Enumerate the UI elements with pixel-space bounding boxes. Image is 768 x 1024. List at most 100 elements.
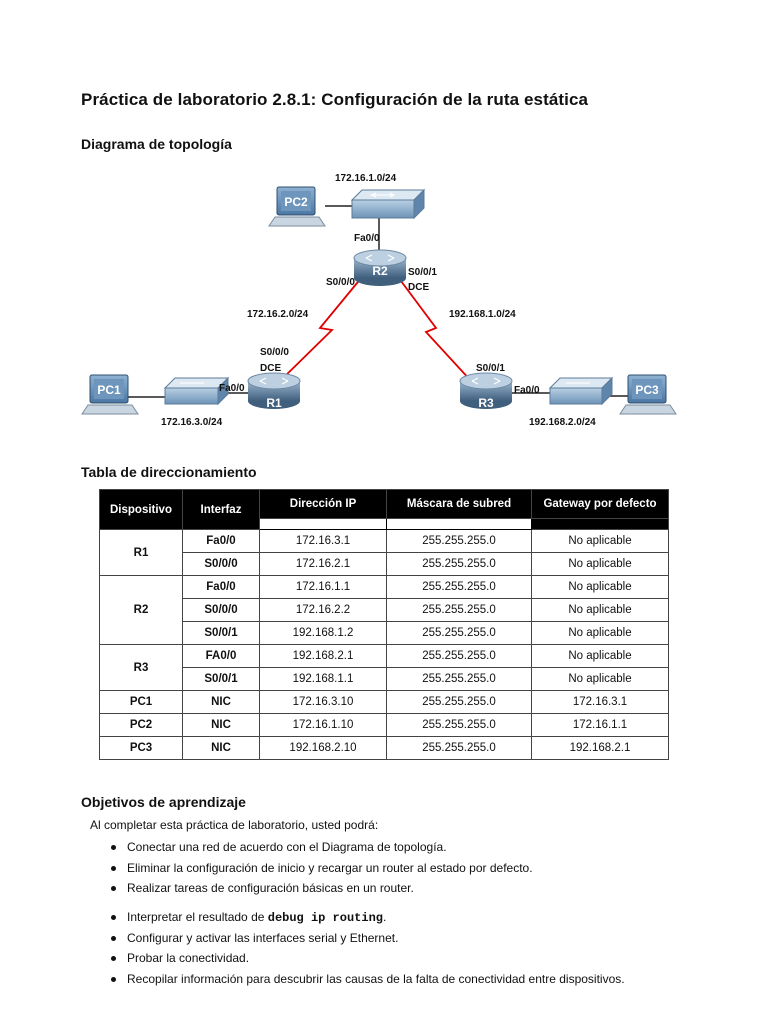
ip-cell: 172.16.3.1 — [259, 529, 387, 553]
objective-item: Eliminar la configuración de inicio y re… — [108, 858, 533, 879]
ip-cell: 192.168.1.2 — [259, 621, 387, 645]
page-title: Práctica de laboratorio 2.8.1: Configura… — [81, 90, 589, 109]
addressing-heading: Tabla de direccionamiento — [81, 464, 257, 480]
topology-diagram: PC2 R2 R1 R3 — [81, 173, 677, 428]
serial-link-r2-r3 — [397, 276, 473, 383]
mask-cell: 255.255.255.0 — [386, 621, 532, 645]
switch-top — [350, 188, 426, 220]
gateway-cell: 172.16.3.1 — [531, 690, 669, 714]
ip-subheader-cell — [259, 518, 387, 530]
topology-heading: Diagrama de topología — [81, 136, 232, 152]
device-cell: R1 — [99, 529, 183, 576]
mask-cell: 255.255.255.0 — [386, 736, 532, 760]
objective-item: Recopilar información para descubrir las… — [108, 969, 625, 990]
mask-cell: 255.255.255.0 — [386, 667, 532, 691]
objective-item: Conectar una red de acuerdo con el Diagr… — [108, 837, 533, 858]
net-right-label: 192.168.1.0/24 — [449, 309, 516, 320]
interface-cell: S0/0/1 — [182, 667, 260, 691]
mask-cell: 255.255.255.0 — [386, 713, 532, 737]
r3-fa-label: Fa0/0 — [514, 385, 540, 396]
mask-cell: 255.255.255.0 — [386, 575, 532, 599]
net-left-label: 172.16.2.0/24 — [247, 309, 309, 320]
table-header-row: Dispositivo Interfaz Dirección IP Máscar… — [99, 489, 669, 530]
serial-link-r1-r2 — [279, 276, 363, 382]
r1-dce-label: DCE — [260, 363, 281, 374]
r3-device: R3 — [459, 372, 513, 410]
objective-text-before: Interpretar el resultado de — [127, 910, 268, 924]
r2-device: R2 — [353, 249, 407, 286]
pc2-label: PC2 — [284, 195, 308, 209]
r2-s001-label: S0/0/1 — [408, 267, 437, 278]
r3-label: R3 — [478, 396, 494, 410]
device-cell: PC1 — [99, 690, 183, 714]
interface-cell: NIC — [182, 713, 260, 737]
gateway-cell: 172.16.1.1 — [531, 713, 669, 737]
mask-cell: 255.255.255.0 — [386, 529, 532, 553]
objective-item: Configurar y activar las interfaces seri… — [108, 928, 625, 949]
net-r3-lan-label: 192.168.2.0/24 — [529, 417, 596, 428]
objective-item: Probar la conectividad. — [108, 948, 625, 969]
mask-cell: 255.255.255.0 — [386, 598, 532, 622]
col-ip-header: Dirección IP — [259, 489, 387, 519]
ip-cell: 192.168.2.1 — [259, 644, 387, 668]
r3-s001-label: S0/0/1 — [476, 363, 505, 374]
ip-cell: 172.16.1.1 — [259, 575, 387, 599]
objectives-list-1: Conectar una red de acuerdo con el Diagr… — [108, 837, 533, 899]
r1-label: R1 — [266, 396, 282, 410]
interface-cell: NIC — [182, 690, 260, 714]
r2-dce-label: DCE — [408, 282, 429, 293]
interface-cell: S0/0/0 — [182, 598, 260, 622]
gateway-cell: No aplicable — [531, 598, 669, 622]
addressing-table: Dispositivo Interfaz Dirección IP Máscar… — [99, 489, 669, 760]
r2-s000-label: S0/0/0 — [326, 277, 355, 288]
pc2-device: PC2 — [268, 186, 326, 227]
col-gateway-header: Gateway por defecto — [531, 489, 669, 519]
switch-r1 — [163, 376, 230, 406]
interface-cell: S0/0/1 — [182, 621, 260, 645]
r1-s000-label: S0/0/0 — [260, 347, 289, 358]
gateway-cell: No aplicable — [531, 667, 669, 691]
gateway-cell: No aplicable — [531, 529, 669, 553]
gateway-cell: No aplicable — [531, 644, 669, 668]
col-device-header: Dispositivo — [99, 489, 183, 530]
objectives-heading: Objetivos de aprendizaje — [81, 794, 246, 810]
ip-cell: 192.168.1.1 — [259, 667, 387, 691]
pc1-device: PC1 — [81, 374, 139, 415]
mask-subheader-cell — [386, 518, 532, 530]
interface-cell: NIC — [182, 736, 260, 760]
objective-text-after: . — [382, 910, 387, 924]
r1-device: R1 — [247, 372, 301, 410]
net-r1-lan-label: 172.16.3.0/24 — [161, 417, 223, 428]
interface-cell: S0/0/0 — [182, 552, 260, 576]
table-subheader-row — [100, 518, 669, 530]
ip-cell: 192.168.2.10 — [259, 736, 387, 760]
device-cell: PC3 — [99, 736, 183, 760]
gateway-cell: No aplicable — [531, 575, 669, 599]
net-top-label: 172.16.1.0/24 — [335, 173, 397, 184]
pc3-device: PC3 — [619, 374, 677, 415]
debug-command: debug ip routing — [267, 911, 383, 925]
r2-fa-label: Fa0/0 — [354, 233, 380, 244]
ip-cell: 172.16.2.1 — [259, 552, 387, 576]
objective-item: Realizar tareas de configuración básicas… — [108, 878, 533, 899]
objective-item: Interpretar el resultado de debug ip rou… — [108, 907, 625, 928]
objectives-intro: Al completar esta práctica de laboratori… — [90, 818, 379, 832]
col-interface-header: Interfaz — [182, 489, 260, 530]
mask-cell: 255.255.255.0 — [386, 690, 532, 714]
pc3-label: PC3 — [635, 383, 659, 397]
device-cell: PC2 — [99, 713, 183, 737]
ip-cell: 172.16.3.10 — [259, 690, 387, 714]
device-cell: R3 — [99, 644, 183, 691]
mask-cell: 255.255.255.0 — [386, 644, 532, 668]
ip-cell: 172.16.1.10 — [259, 713, 387, 737]
